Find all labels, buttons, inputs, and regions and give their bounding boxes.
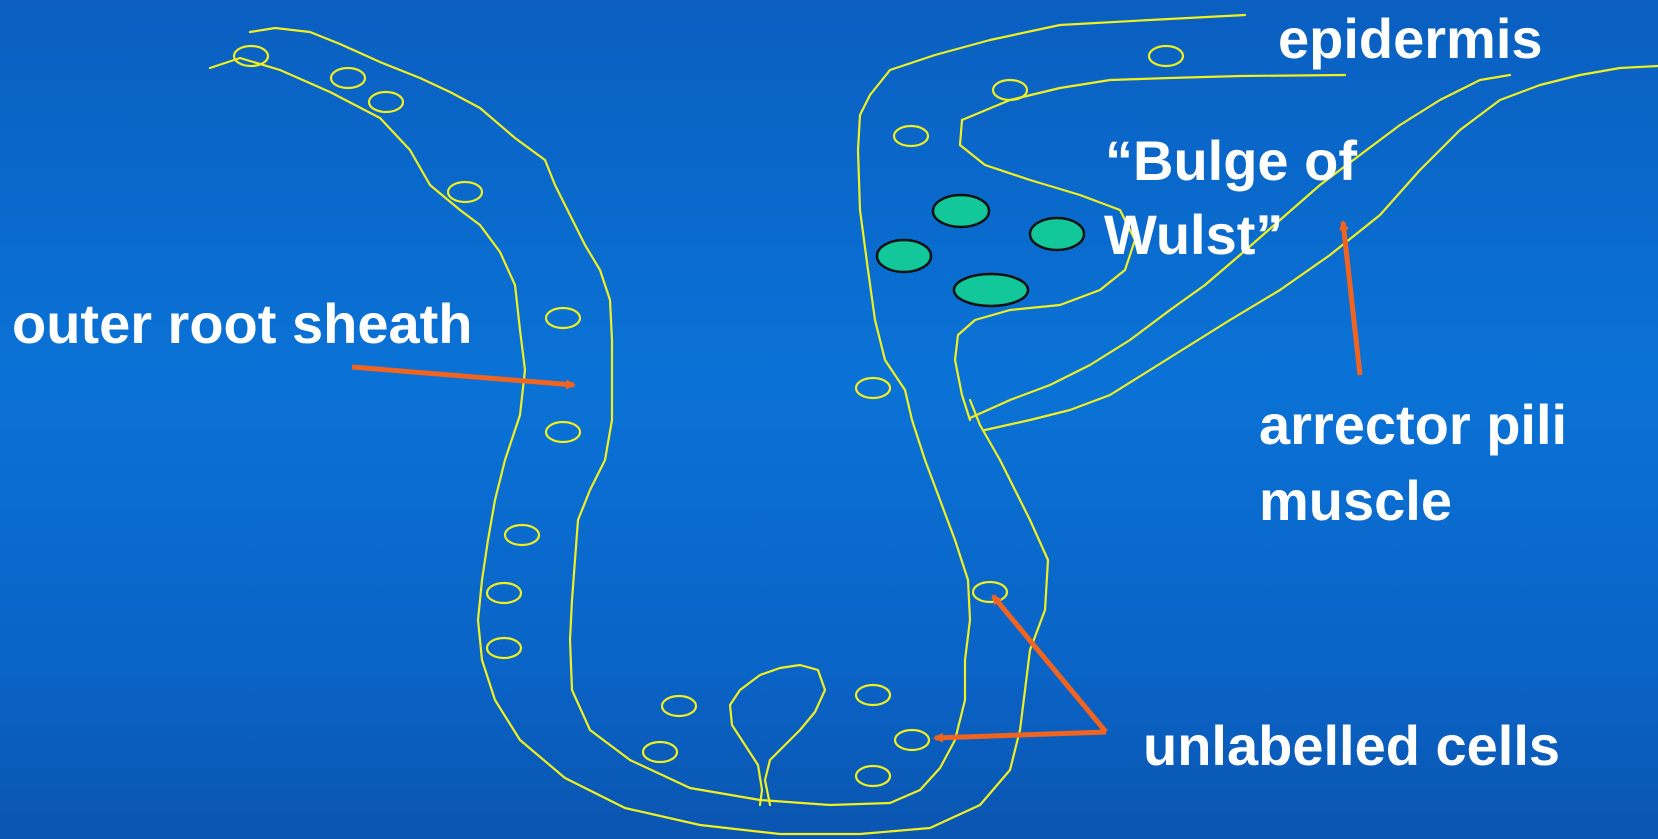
arrow-outer-root-sheath — [352, 367, 574, 385]
unlabelled-cell — [487, 638, 521, 658]
dermal-papilla-outline — [730, 665, 825, 805]
unlabelled-cell — [856, 766, 890, 786]
unlabelled-cell — [856, 685, 890, 705]
unlabelled-cell — [973, 582, 1007, 602]
label-outer-root-sheath: outer root sheath — [12, 289, 472, 359]
unlabelled-cell — [448, 182, 482, 202]
unlabelled-cell — [487, 583, 521, 603]
unlabelled-cell — [856, 378, 890, 398]
unlabelled-cell — [546, 422, 580, 442]
unlabelled-cell — [643, 742, 677, 762]
unlabelled-cell — [331, 68, 365, 88]
stem-cell — [954, 274, 1028, 306]
unlabelled-cell — [894, 126, 928, 146]
arrow-arrector-pili — [1343, 222, 1360, 375]
unlabelled-cell — [895, 730, 929, 750]
unlabelled-cell — [993, 80, 1027, 100]
stem-cell — [1030, 218, 1084, 250]
unlabelled-cells — [234, 46, 1183, 786]
unlabelled-cell — [505, 525, 539, 545]
unlabelled-cell — [1149, 46, 1183, 66]
unlabelled-cell — [662, 696, 696, 716]
bulge-stem-cells — [877, 195, 1084, 306]
unlabelled-cell — [234, 46, 268, 66]
label-unlabelled-cells: unlabelled cells — [1143, 711, 1560, 781]
epidermis-upper-outline — [250, 15, 1245, 805]
label-arrector-line1: arrector pili — [1259, 390, 1567, 460]
follicle-outer-outline — [210, 58, 1048, 834]
unlabelled-cell — [546, 308, 580, 328]
label-bulge-line1: “Bulge of — [1105, 126, 1357, 196]
label-arrector-line2: muscle — [1259, 466, 1452, 536]
label-bulge-line2: Wulst” — [1104, 200, 1283, 270]
arrector-pili-lower-outline — [985, 66, 1658, 430]
arrow-unlabelled-cells-lower — [935, 732, 1106, 738]
unlabelled-cell — [369, 92, 403, 112]
arrow-unlabelled-cells-upper — [993, 596, 1106, 732]
stem-cell — [877, 240, 931, 272]
label-epidermis: epidermis — [1278, 4, 1543, 74]
stem-cell — [933, 195, 989, 227]
